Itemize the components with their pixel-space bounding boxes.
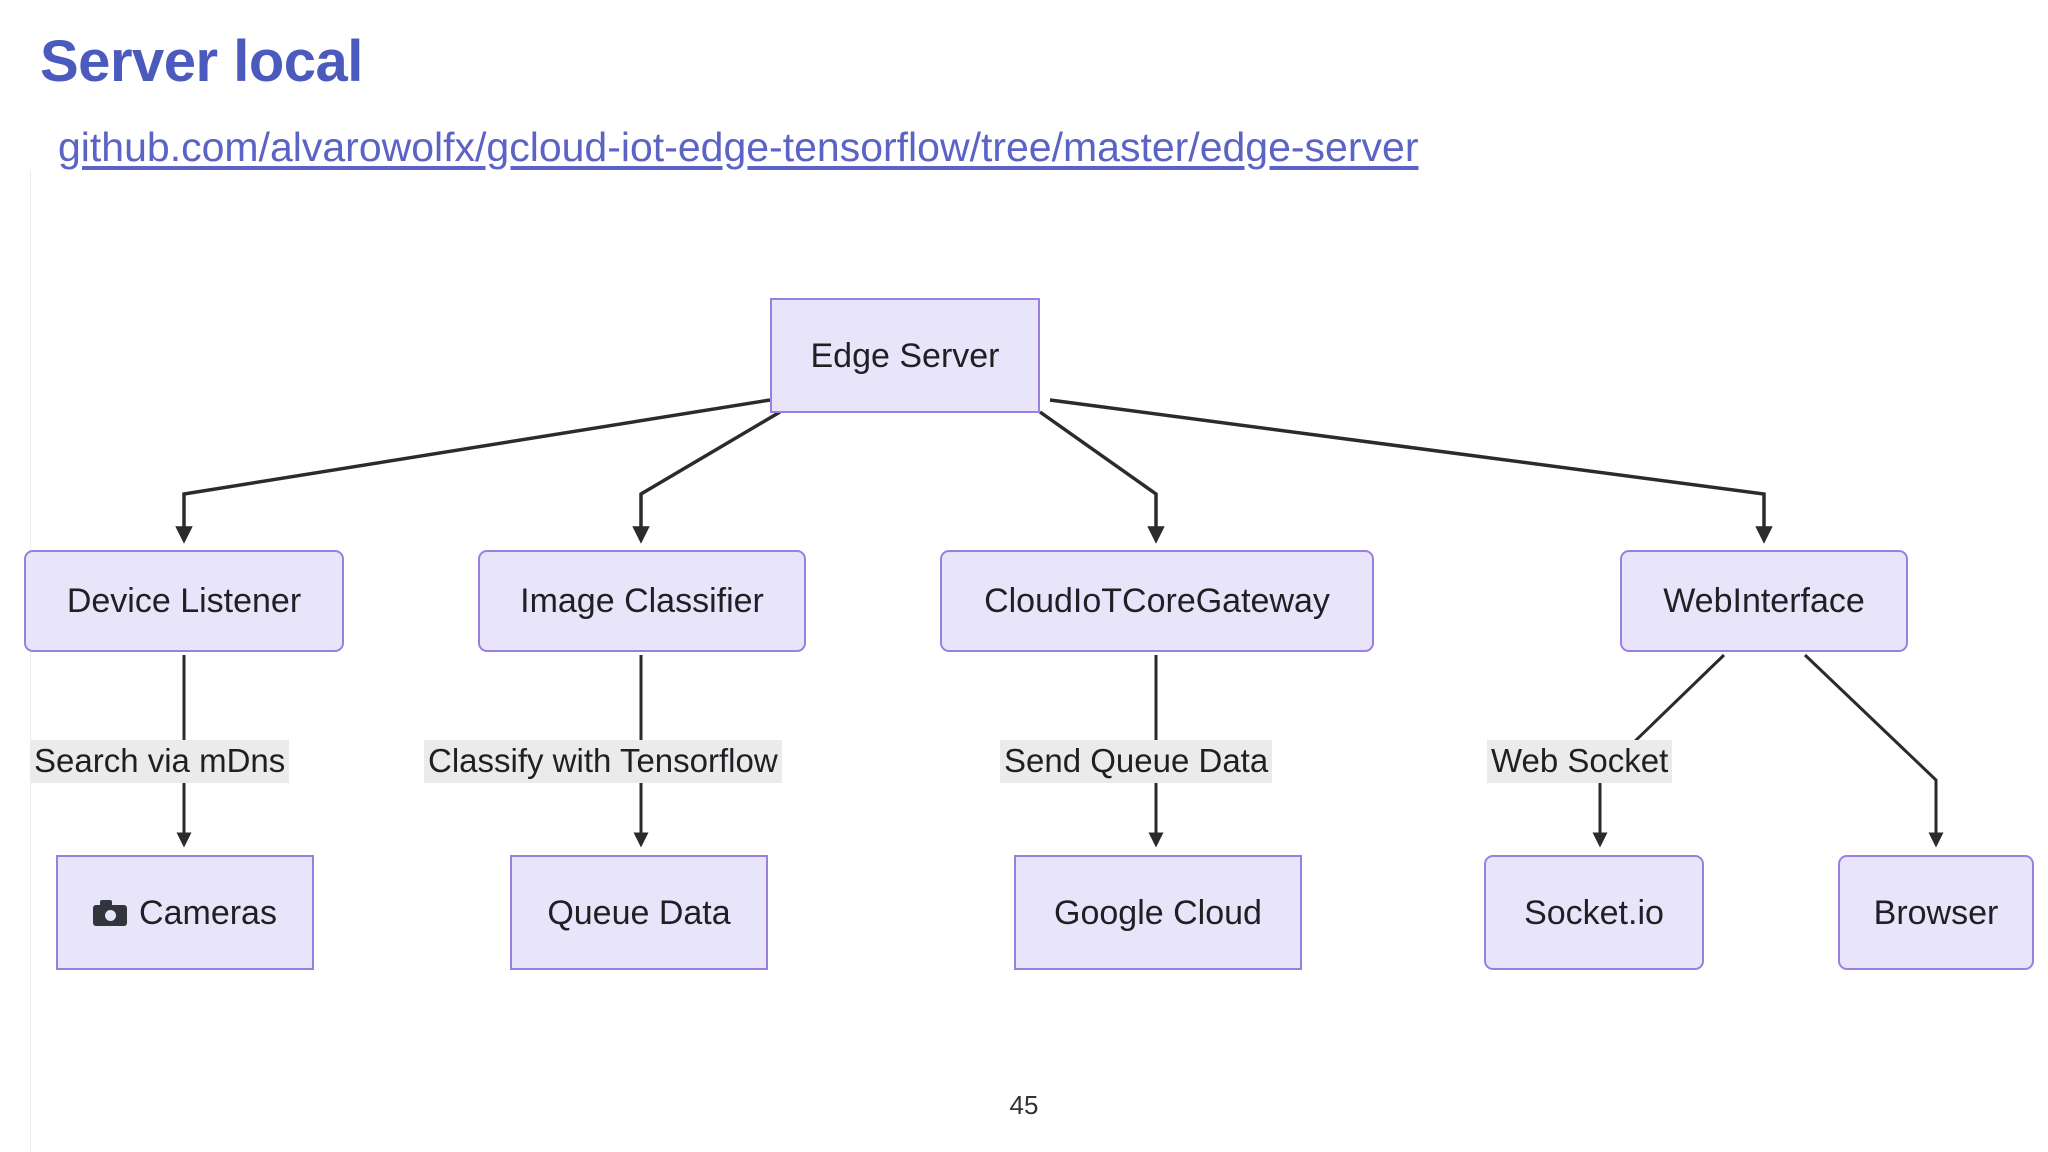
node-cloudiotcoregateway-label: CloudIoTCoreGateway: [984, 582, 1330, 620]
node-queue-data[interactable]: Queue Data: [510, 855, 768, 970]
connector-edge-server-to-image-classifier: [632, 410, 781, 544]
node-browser[interactable]: Browser: [1838, 855, 2034, 970]
edge-label-search-via-mdns: Search via mDns: [30, 740, 290, 783]
node-image-classifier[interactable]: Image Classifier: [478, 550, 806, 652]
node-device-listener[interactable]: Device Listener: [24, 550, 344, 652]
node-socket-io-label: Socket.io: [1524, 893, 1664, 932]
edge-label-send-queue-data: Send Queue Data: [1000, 740, 1273, 783]
page-title: Server local: [40, 29, 363, 94]
connector-edge-server-to-device-listener: [175, 398, 771, 544]
camera-icon: [93, 899, 128, 926]
connector-edge-server-to-cloudiotcoregateway: [1038, 410, 1165, 544]
repository-link[interactable]: github.com/alvarowolfx/gcloud-iot-edge-t…: [58, 124, 1419, 170]
node-cameras-label: Cameras: [139, 893, 277, 932]
node-cameras[interactable]: Cameras: [56, 855, 314, 970]
connector-edge-server-to-webinterface: [1049, 398, 1773, 544]
edge-label-web-socket: Web Socket: [1487, 740, 1673, 783]
slide-content-edge-line: [30, 170, 31, 1152]
node-socket-io[interactable]: Socket.io: [1484, 855, 1704, 970]
node-device-listener-label: Device Listener: [66, 582, 302, 620]
node-browser-label: Browser: [1873, 893, 1999, 932]
node-webinterface[interactable]: WebInterface: [1620, 550, 1908, 652]
node-queue-data-label: Queue Data: [547, 893, 731, 932]
node-google-cloud-label: Google Cloud: [1054, 893, 1262, 932]
node-cloudiotcoregateway[interactable]: CloudIoTCoreGateway: [940, 550, 1374, 652]
node-edge-server[interactable]: Edge Server: [770, 298, 1040, 413]
node-google-cloud[interactable]: Google Cloud: [1014, 855, 1302, 970]
page-number: 45: [1009, 1090, 1039, 1120]
connector-webinterface-to-browser: [1803, 653, 1944, 848]
edge-label-classify-with-tensorflow: Classify with Tensorflow: [424, 740, 782, 783]
node-webinterface-label: WebInterface: [1663, 582, 1865, 620]
node-edge-server-label: Edge Server: [810, 336, 1000, 375]
node-image-classifier-label: Image Classifier: [520, 582, 764, 620]
